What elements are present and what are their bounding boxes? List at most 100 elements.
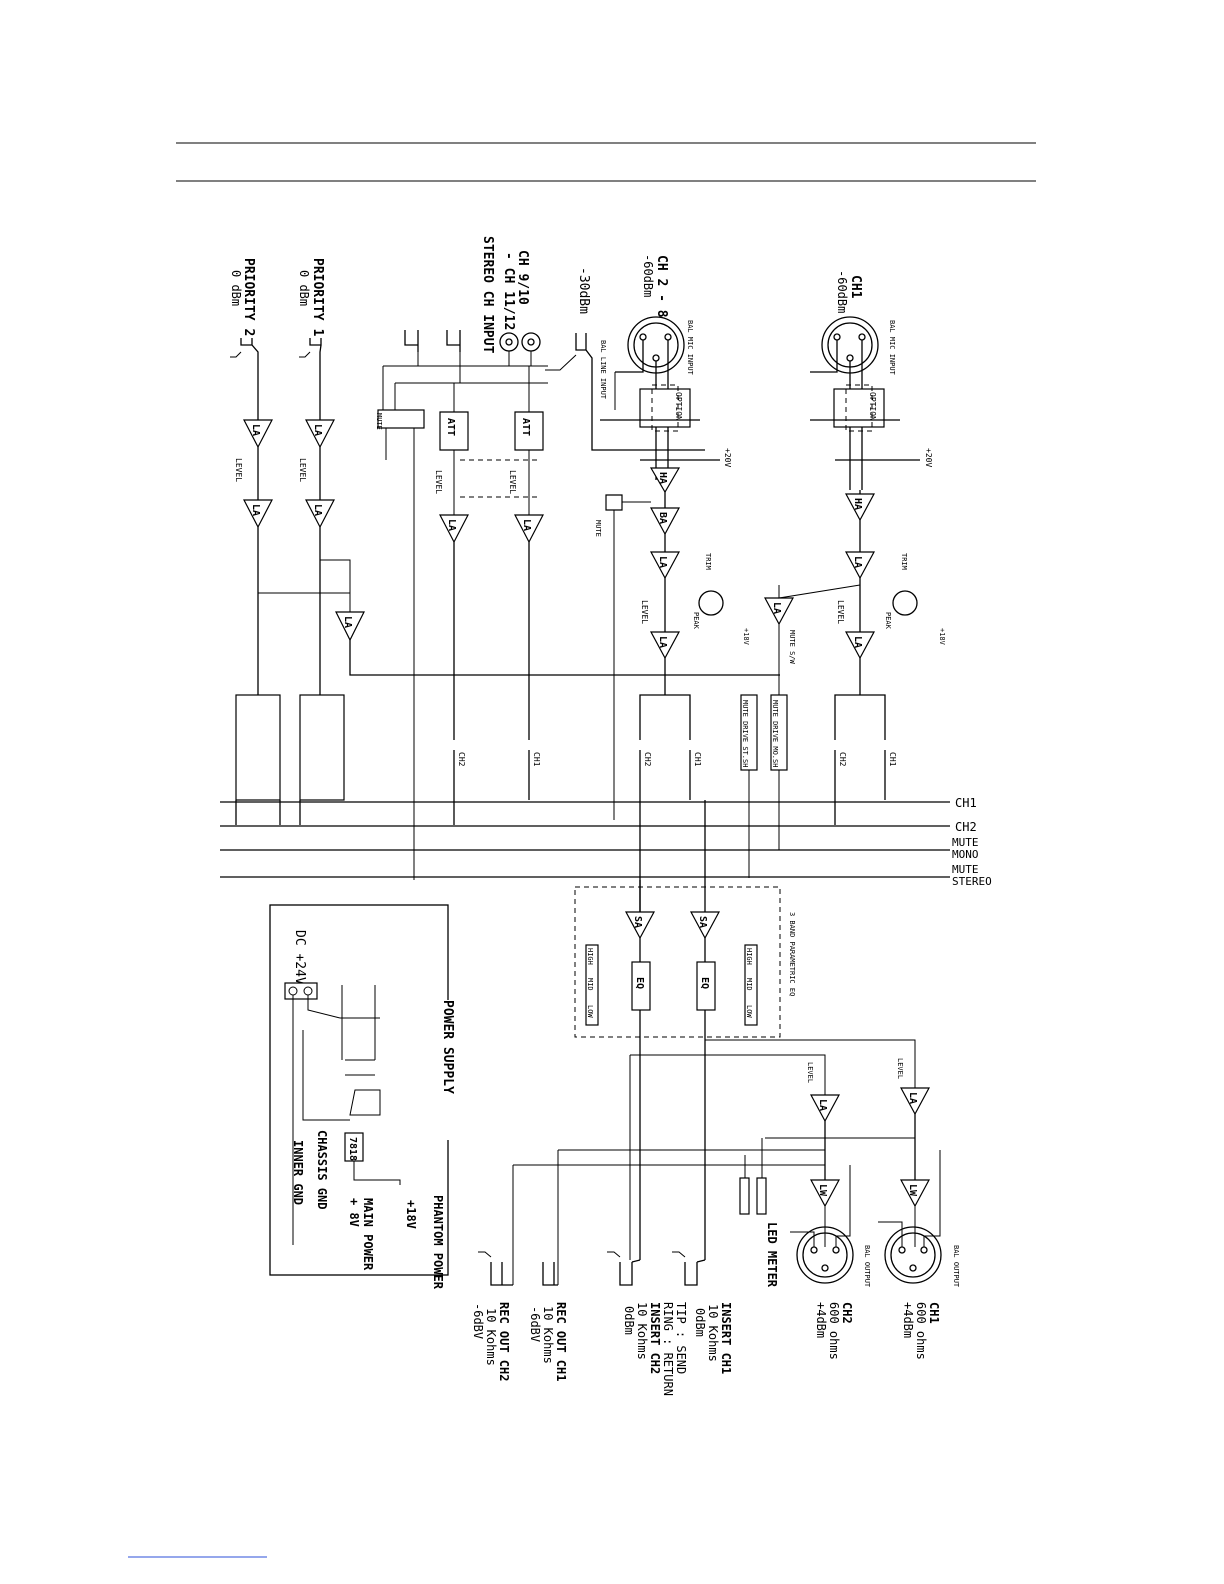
bus-label-mute2: MUTE — [952, 863, 979, 876]
peak-led-ch2 — [698, 590, 724, 616]
svg-text:MUTE DRIVE ST.SH: MUTE DRIVE ST.SH — [741, 700, 749, 767]
svg-text:EQ: EQ — [699, 977, 710, 989]
svg-text:CH2: CH2 — [838, 752, 847, 767]
bus-label-ch2: CH2 — [955, 820, 977, 834]
amplifier-chain: LA LEVEL LA LA LEVEL LA LA MUTE ATT ATT … — [234, 366, 946, 930]
la-amp-out-ch1 — [899, 1087, 931, 1116]
power-supply: POWER SUPPLY DC +24V 7818 INNER GND CHAS… — [269, 904, 455, 1290]
lw-amp-ch2 — [809, 1179, 841, 1208]
svg-text:TRIM: TRIM — [704, 553, 712, 570]
phantom-power-voltage: +18V — [404, 1200, 418, 1229]
rec-out-ch2-jack — [490, 1262, 513, 1286]
svg-text:HIGH: HIGH — [586, 948, 594, 965]
svg-text:MUTE S/W: MUTE S/W — [788, 630, 796, 665]
svg-text:LOW: LOW — [586, 1005, 594, 1018]
rec-out-ch1-jack — [542, 1262, 558, 1286]
priority2-name: PRIORITY 2 — [241, 258, 256, 336]
led-meter-bar-1 — [739, 1177, 750, 1215]
insert-ch2-line1: INSERT CH2 — [648, 1302, 662, 1374]
rec-ch2-line2: 10 Kohms — [484, 1308, 498, 1366]
chassis-gnd-label: CHASSIS GND — [315, 1130, 329, 1209]
out-ch2-line1: CH2 — [840, 1302, 854, 1324]
la-amp-priority-mix — [335, 611, 365, 642]
svg-text:BA: BA — [657, 512, 668, 524]
la-amp-p2-2 — [243, 499, 273, 529]
svg-text:ATT: ATT — [445, 418, 456, 436]
svg-text:LA: LA — [250, 504, 261, 516]
svg-text:LA: LA — [250, 424, 261, 436]
priority1-level: 0 dBm — [297, 270, 311, 306]
svg-text:PEAK: PEAK — [692, 612, 700, 630]
svg-text:LA: LA — [771, 602, 782, 614]
la-amp-ch2-trim — [649, 551, 681, 580]
svg-text:HA: HA — [852, 498, 863, 510]
svg-text:LEVEL: LEVEL — [434, 470, 443, 494]
svg-text:LA: LA — [657, 556, 668, 568]
out-ch2-line2: 600 ohms — [827, 1302, 841, 1360]
bus-label-mute: MUTE — [952, 836, 979, 849]
sa-amp-ch1 — [689, 911, 721, 940]
insert-ch2-jack — [619, 1259, 641, 1286]
la-amp-ch1-out — [844, 631, 876, 660]
insert-ch1-line1: INSERT CH1 — [719, 1302, 733, 1374]
line-in-jack: BAL LINE INPUT — [599, 340, 607, 400]
svg-text:+18V: +18V — [742, 628, 750, 646]
svg-text:CH2: CH2 — [643, 752, 652, 767]
power-supply-title: POWER SUPPLY — [440, 1000, 455, 1094]
rec-ch2-line3: -6dBV — [471, 1303, 485, 1339]
lw-amp-ch1 — [899, 1179, 931, 1208]
eq-label-strip-ch2 — [585, 944, 599, 1026]
ring-return: RING : RETURN — [661, 1302, 675, 1396]
input-connectors: OPTION OPTION — [230, 316, 885, 490]
insert-ch1-line3: 0dBm — [693, 1308, 707, 1337]
svg-text:CH1: CH1 — [693, 752, 702, 767]
svg-text:LA: LA — [312, 424, 323, 436]
tip-send: TIP : SEND — [674, 1302, 688, 1374]
att-block-2 — [514, 411, 544, 451]
out-ch1-line1: CH1 — [927, 1302, 941, 1324]
priority1-name: PRIORITY 1 — [310, 258, 325, 336]
bus-label-ch1: CH1 — [955, 796, 977, 810]
rca-jack-1 — [499, 332, 519, 352]
out-ch1-line2: 600 ohms — [914, 1302, 928, 1360]
out-ch2-line3: +4dBm — [814, 1302, 828, 1338]
svg-text:LW: LW — [907, 1184, 918, 1197]
led-meter-label: LED METER — [765, 1222, 779, 1288]
eq-label-strip-ch1 — [744, 944, 758, 1026]
svg-text:OPTION: OPTION — [674, 392, 683, 421]
svg-text:MUTE DRIVE MO.SH: MUTE DRIVE MO.SH — [771, 700, 779, 767]
svg-text:MID: MID — [586, 978, 594, 991]
svg-text:OPTION: OPTION — [868, 392, 877, 421]
svg-text:7818: 7818 — [347, 1137, 358, 1161]
svg-text:ATT: ATT — [520, 418, 531, 436]
stereo-line3: STEREO CH INPUT — [480, 236, 495, 354]
ch2-8-level: -60dBm — [641, 254, 655, 297]
priority2-jack — [240, 338, 259, 420]
svg-text:BAL OUTPUT: BAL OUTPUT — [863, 1245, 871, 1288]
insert-ch1-jack — [684, 1259, 706, 1286]
svg-text:LOW: LOW — [745, 1005, 753, 1018]
peak-led-ch1 — [892, 590, 918, 616]
option-box-ch1 — [833, 388, 885, 428]
svg-text:EQ: EQ — [634, 977, 645, 989]
svg-text:SA: SA — [697, 916, 708, 928]
svg-text:LA: LA — [446, 519, 457, 531]
rec-ch1-line3: -6dBV — [528, 1306, 542, 1342]
svg-text:SA: SA — [632, 916, 643, 928]
svg-text:LA: LA — [817, 1099, 828, 1111]
stereo-line2: - CH 11/12 — [501, 252, 516, 330]
svg-text:HA: HA — [657, 472, 668, 484]
ch1-name: CH1 — [848, 275, 863, 299]
sa-amp-ch2 — [624, 911, 656, 940]
la-amp-ch2-out — [649, 631, 681, 660]
priority1-jack — [309, 338, 322, 420]
output-section: LEVEL LEVEL LA LA LW LW LED METER BAL OU… — [478, 1039, 960, 1288]
ch1-jack: BAL MIC INPUT — [888, 320, 896, 376]
svg-text:LA: LA — [852, 556, 863, 568]
mute-switch-ch2 — [605, 494, 623, 511]
svg-text:LA: LA — [342, 616, 353, 628]
eq-block-ch1 — [696, 961, 716, 1011]
rec-ch1-line2: 10 Kohms — [541, 1306, 555, 1364]
